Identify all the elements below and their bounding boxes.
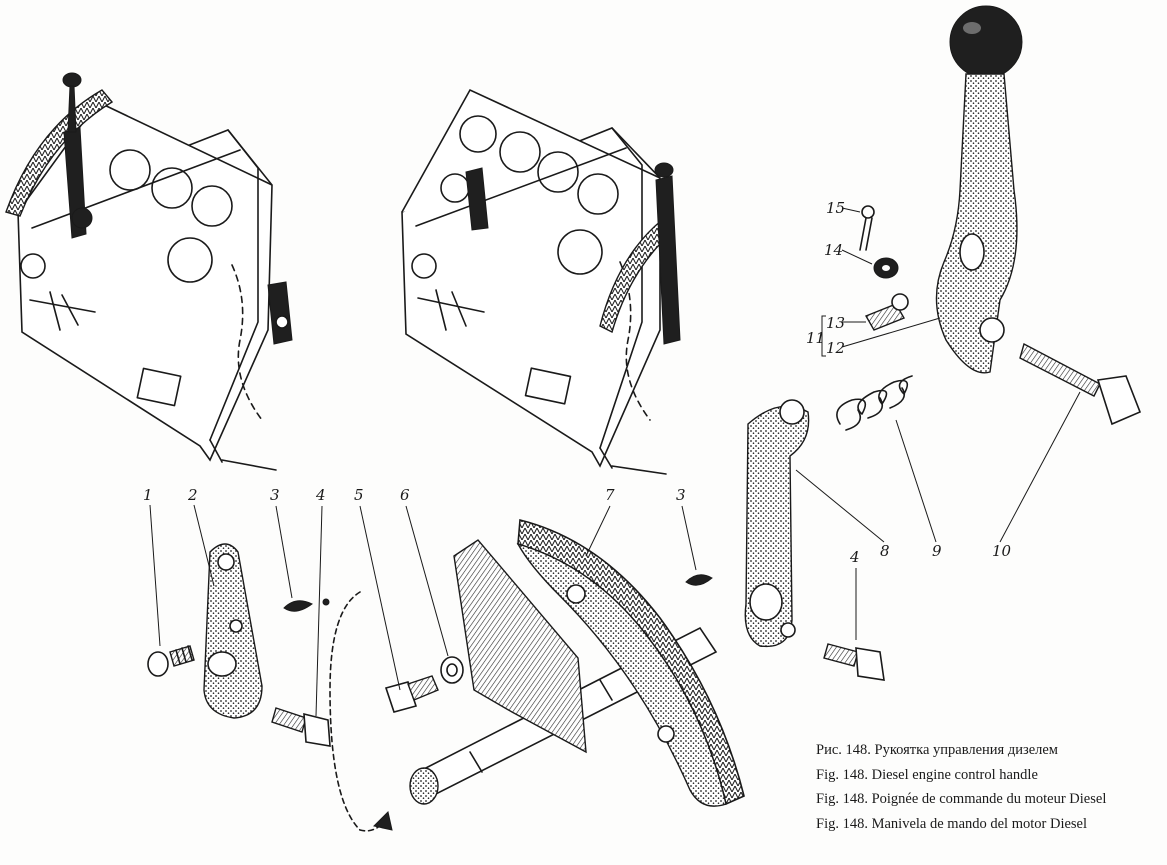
part-13-pin	[864, 293, 909, 331]
part-9-spring	[836, 375, 913, 431]
caption-french: Fig. 148. Poignée de commande du moteur …	[816, 791, 1107, 807]
part-1-screw	[147, 645, 195, 677]
callout-4-right: 4	[849, 548, 860, 566]
part-2-lever-clamp	[203, 543, 263, 719]
callout-3-right: 3	[676, 486, 686, 504]
callout-11: 11	[806, 329, 825, 347]
part-14-washer	[873, 257, 899, 279]
part-6-washer	[440, 656, 464, 684]
callout-10: 10	[992, 542, 1012, 560]
part-4-bolt-right	[823, 643, 885, 681]
callout-2: 2	[187, 486, 198, 504]
callout-4-left: 4	[315, 486, 326, 504]
callout-13: 13	[826, 314, 845, 332]
control-panel-left	[5, 72, 293, 471]
callout-3-left: 3	[270, 486, 280, 504]
callout-15: 15	[826, 199, 845, 217]
caption-spanish: Fig. 148. Manivela de mando del motor Di…	[816, 815, 1088, 832]
part-7-toothed-sector	[516, 518, 745, 807]
part-5-bolt	[384, 675, 439, 713]
part-3-key-left	[283, 600, 313, 612]
callout-9: 9	[932, 542, 942, 560]
cover-plate	[453, 539, 587, 754]
figure-caption: Рис. 148. Рукоятка управления дизелем Fi…	[816, 738, 1106, 836]
part-4-bolt-left	[271, 707, 331, 747]
assembly-path-arrow	[322, 591, 393, 832]
leader-lines	[149, 207, 1081, 717]
caption-english: Fig. 148. Diesel engine control handle	[816, 766, 1038, 783]
part-10-handle	[935, 5, 1142, 426]
callout-12: 12	[826, 339, 845, 357]
callout-1: 1	[143, 486, 153, 504]
callout-5: 5	[354, 486, 364, 504]
callout-labels: 1 2 3 4 5 6 7 3 8 9 10 4 11 12 13 14 15	[143, 199, 1012, 566]
part-8-lever-arm	[744, 399, 810, 648]
callout-6: 6	[400, 486, 410, 504]
part-3-key-right	[685, 574, 713, 586]
callout-7: 7	[605, 486, 615, 504]
part-15-cotter-pin	[859, 205, 875, 251]
caption-russian: Рис. 148. Рукоятка управления дизелем	[816, 742, 1058, 758]
callout-14: 14	[824, 241, 843, 259]
callout-8: 8	[880, 542, 890, 560]
control-panel-middle	[401, 88, 681, 475]
